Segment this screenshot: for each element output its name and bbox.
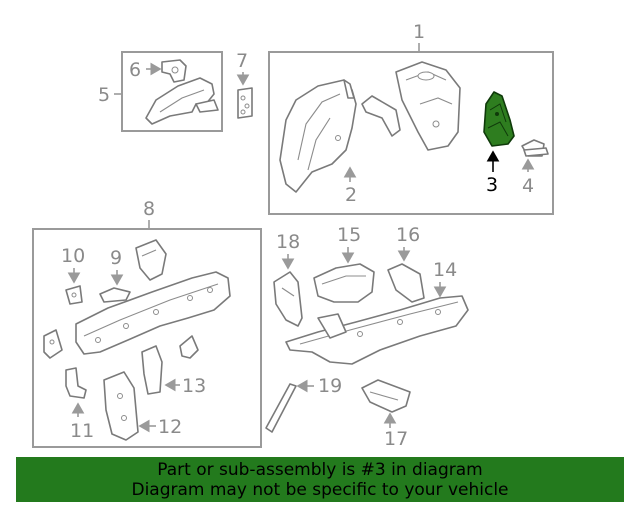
callout-11[interactable]: 11 — [70, 420, 94, 442]
callout-16[interactable]: 16 — [396, 224, 420, 246]
part-14-frame-rail[interactable] — [285, 295, 469, 365]
callout-14[interactable]: 14 — [433, 259, 457, 281]
part-10-bracket[interactable] — [65, 285, 83, 305]
part-6-bracket[interactable] — [161, 59, 187, 83]
callout-4[interactable]: 4 — [522, 175, 534, 197]
callout-13[interactable]: 13 — [182, 375, 206, 397]
part-7-plate[interactable] — [237, 87, 253, 119]
part-wheelhouse-brace[interactable] — [361, 95, 401, 137]
part-shock-tower[interactable] — [395, 61, 461, 151]
part-5-rail-extension[interactable] — [145, 77, 219, 125]
part-16-bracket[interactable] — [387, 263, 425, 303]
callout-15[interactable]: 15 — [337, 224, 361, 246]
callout-8[interactable]: 8 — [143, 198, 155, 220]
callout-7[interactable]: 7 — [236, 50, 248, 72]
group-box-8 — [32, 228, 262, 448]
callout-9[interactable]: 9 — [110, 247, 122, 269]
part-4-clip[interactable] — [521, 139, 549, 157]
part-18-panel[interactable] — [273, 271, 303, 327]
callout-18[interactable]: 18 — [276, 231, 300, 253]
callout-5[interactable]: 5 — [98, 84, 110, 106]
parts-diagram: 5 6 7 1 2 — [32, 21, 554, 450]
part-small-bracket[interactable] — [179, 335, 199, 359]
info-banner: Part or sub-assembly is #3 in diagram Di… — [16, 457, 624, 502]
callout-10[interactable]: 10 — [61, 245, 85, 267]
part-11-bracket[interactable] — [65, 367, 87, 399]
part-9-gusset[interactable] — [99, 287, 131, 303]
callout-19[interactable]: 19 — [318, 375, 342, 397]
part-17-bracket[interactable] — [361, 379, 411, 413]
callout-2[interactable]: 2 — [345, 184, 357, 206]
group-box-5 — [121, 51, 223, 132]
callout-12[interactable]: 12 — [158, 416, 182, 438]
part-front-frame-rail[interactable] — [75, 239, 231, 355]
part-end-cap[interactable] — [43, 329, 63, 359]
part-19-rod[interactable] — [265, 383, 297, 433]
callout-6[interactable]: 6 — [129, 59, 141, 81]
callout-1[interactable]: 1 — [413, 21, 425, 43]
part-15-crossmember[interactable] — [313, 263, 375, 303]
banner-line-1: Part or sub-assembly is #3 in diagram — [157, 459, 483, 480]
part-13-bracket[interactable] — [141, 345, 163, 395]
callout-17[interactable]: 17 — [384, 428, 408, 450]
part-2-wheelhouse[interactable] — [279, 79, 357, 193]
group-box-1 — [268, 51, 554, 215]
banner-line-2: Diagram may not be specific to your vehi… — [131, 479, 509, 500]
part-3-highlighted-reinforcement[interactable] — [483, 91, 515, 147]
callout-3[interactable]: 3 — [486, 174, 498, 196]
part-12-reinforcement[interactable] — [103, 371, 139, 441]
